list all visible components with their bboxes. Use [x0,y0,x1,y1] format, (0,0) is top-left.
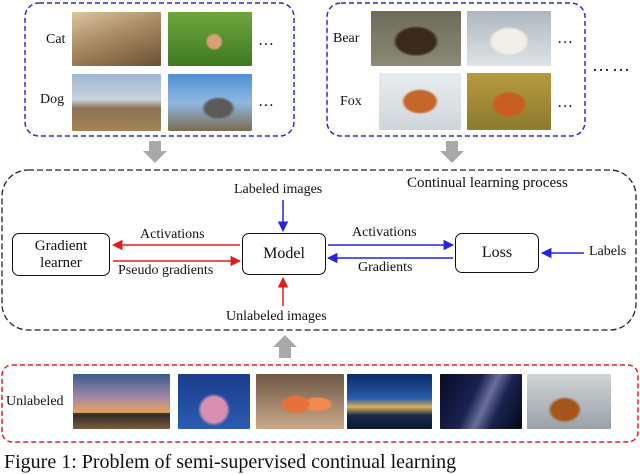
ellipsis-top-right-row2: … [557,94,576,111]
fox-photo-2 [467,73,551,130]
dog-photo-1 [72,74,161,131]
cat-photo-2 [168,12,252,66]
activations-right-label: Activations [352,225,417,240]
figure-caption: Figure 1: Problem of semi-supervised con… [4,451,457,473]
ellipsis-top-left-row1: … [258,32,277,49]
gradient-learner-box: Gradient learner [12,233,110,276]
label-cat: Cat [46,32,66,47]
gradient-learner-label: Gradient learner [34,238,88,271]
process-frame [1,169,637,331]
gradients-label: Gradients [358,260,413,275]
ellipsis-top-left-row2: … [258,93,277,110]
process-title: Continual learning process [407,175,568,191]
outer-ellipsis: …… [592,55,632,75]
label-bear: Bear [333,31,360,46]
top-right-frame [326,2,586,137]
bear-photo-1 [371,11,461,66]
loss-label: Loss [481,244,513,262]
label-dog: Dog [40,92,65,107]
milky-way-photo [440,374,522,429]
labeled-images-label: Labeled images [234,182,323,197]
model-box: Model [242,233,326,275]
unlabeled-images-label: Unlabeled images [226,309,327,324]
city-skyline-photo [347,374,432,429]
pseudo-gradients-label: Pseudo gradients [118,263,214,278]
bottom-frame [1,364,639,443]
gray-arrow-top-right [440,141,464,163]
model-label: Model [263,245,305,263]
dog-photo-2 [168,74,252,131]
unlabeled-label: Unlabeled [6,394,64,409]
gray-arrow-bottom [273,335,297,358]
pyramids-photo [73,374,170,429]
labels-label: Labels [589,244,627,259]
gray-arrow-top-left [143,141,167,163]
top-left-frame [24,2,295,137]
cat-photo-1 [72,12,161,66]
tea-cup-photo [527,374,611,429]
activations-left-label: Activations [140,227,205,242]
ellipsis-top-right-row1: … [557,30,576,47]
fox-photo-1 [379,73,461,130]
coral-reef-photo [178,374,250,429]
loss-box: Loss [455,233,539,273]
label-fox: Fox [340,94,362,109]
sushi-photo [256,374,344,429]
bear-photo-2 [467,11,551,66]
